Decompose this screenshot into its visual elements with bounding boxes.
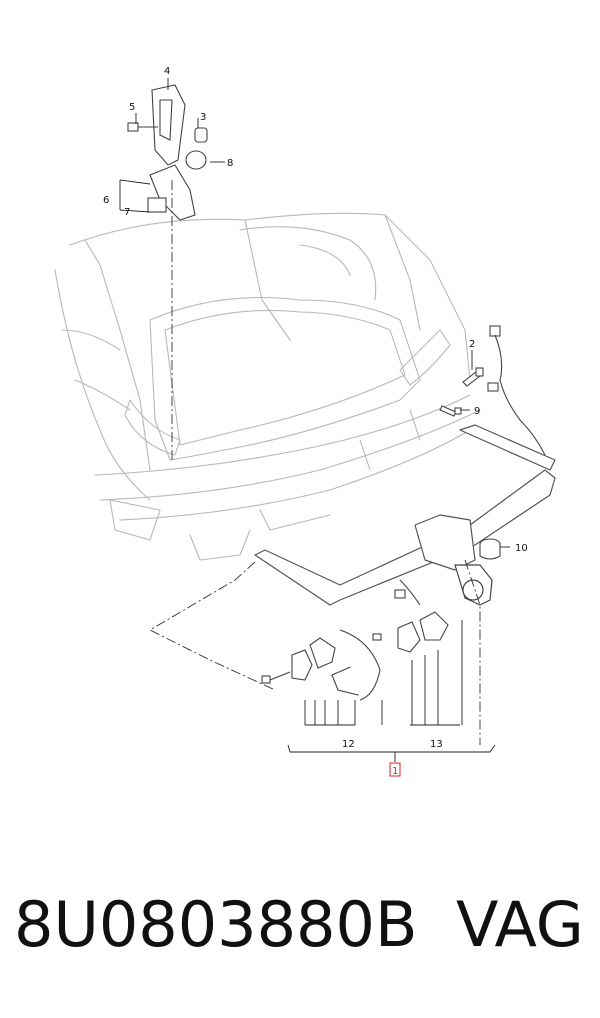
callout-4: 4 [164,66,170,77]
callout-9: 9 [474,406,480,417]
callout-12: 12 [342,739,355,750]
bolt-2 [462,367,484,387]
callout-leaders [119,78,510,762]
callout-7: 7 [124,207,130,218]
callout-13: 13 [430,739,443,750]
tow-bar-crossmember [254,424,556,606]
module-13 [372,579,449,653]
ball-cap [479,538,501,560]
callout-1: 1 [392,766,398,777]
callout-2: 2 [469,339,475,350]
vehicle-rear-outline [54,212,481,561]
brand-label: VAG [456,888,584,961]
callout-6: 6 [103,195,109,206]
assembly-leader-lines [149,180,481,745]
module-12 [261,629,381,701]
part-number: 8U0803880B [14,888,418,961]
callout-3: 3 [200,112,206,123]
socket-bracket [127,84,208,166]
bolt-9 [439,405,462,417]
wiring-harness [487,325,546,456]
socket-housing [147,150,207,221]
callout-10: 10 [515,543,528,554]
callout-1-highlight [389,762,401,777]
tow-bar-exploded-diagram: 4 5 3 8 6 7 2 9 10 12 13 1 [54,66,556,777]
callout-8: 8 [227,158,233,169]
callout-labels: 4 5 3 8 6 7 2 9 10 12 13 1 [103,66,528,777]
callout-5: 5 [129,102,135,113]
